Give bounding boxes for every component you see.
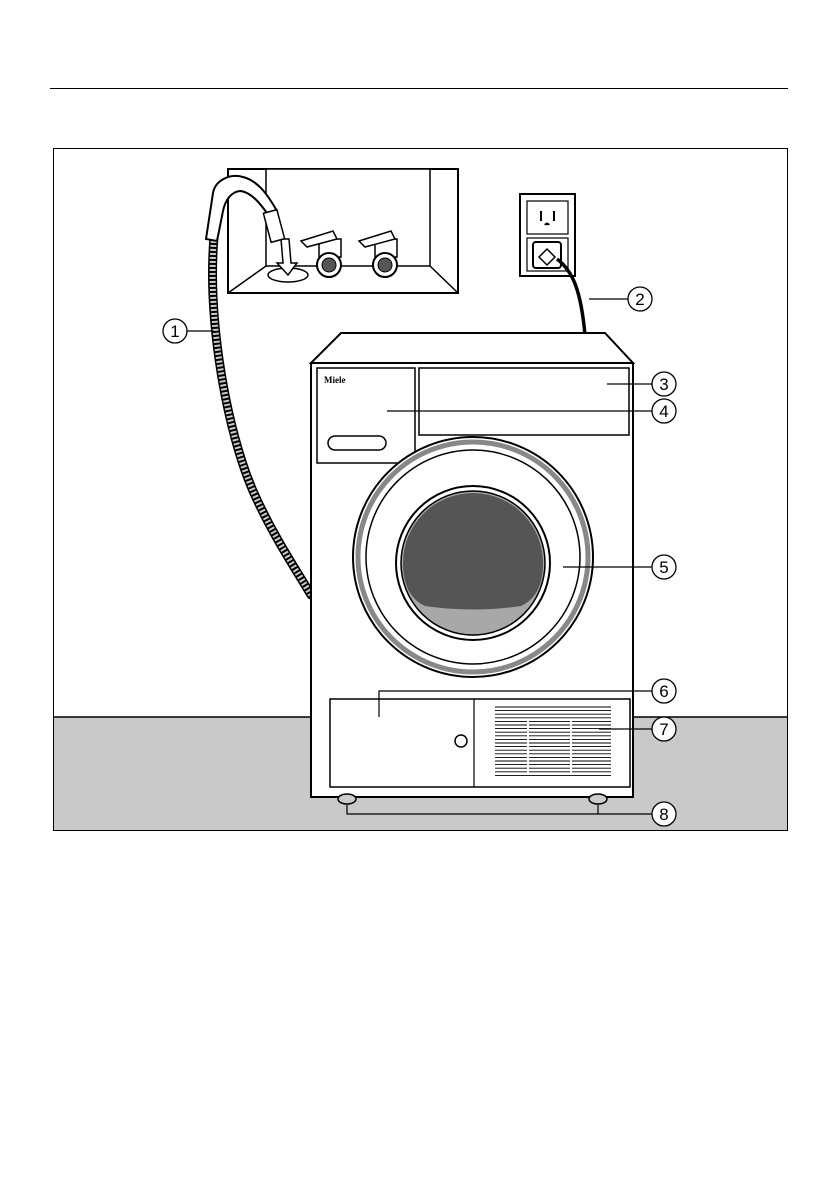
svg-text:3: 3	[659, 375, 668, 394]
condensate-container-handle	[328, 436, 386, 450]
svg-text:7: 7	[659, 720, 668, 739]
callout-2: 2	[628, 287, 652, 311]
foot-left	[338, 794, 356, 804]
header-rule	[50, 88, 788, 89]
callout-1: 1	[163, 319, 187, 343]
svg-text:1: 1	[170, 322, 179, 341]
tap-recess	[228, 169, 458, 293]
callout-5: 5	[652, 555, 676, 579]
svg-text:2: 2	[635, 290, 644, 309]
callout-7: 7	[652, 717, 676, 741]
dryer-diagram: Miele	[54, 149, 788, 831]
callout-8: 8	[652, 802, 676, 826]
heat-exchanger-access-button	[455, 735, 467, 747]
svg-text:6: 6	[659, 682, 668, 701]
door	[353, 437, 593, 677]
callout-6: 6	[652, 679, 676, 703]
svg-text:5: 5	[659, 558, 668, 577]
dryer-diagram-frame: Miele	[53, 148, 788, 831]
top-panel	[419, 368, 629, 435]
callout-4: 4	[652, 399, 676, 423]
svg-text:4: 4	[659, 402, 668, 421]
dryer: Miele	[311, 333, 633, 804]
foot-right	[589, 794, 607, 804]
svg-text:8: 8	[659, 805, 668, 824]
dryer-top	[311, 333, 633, 363]
power-socket	[520, 194, 575, 276]
brand-logo: Miele	[324, 375, 346, 385]
callout-3: 3	[652, 372, 676, 396]
